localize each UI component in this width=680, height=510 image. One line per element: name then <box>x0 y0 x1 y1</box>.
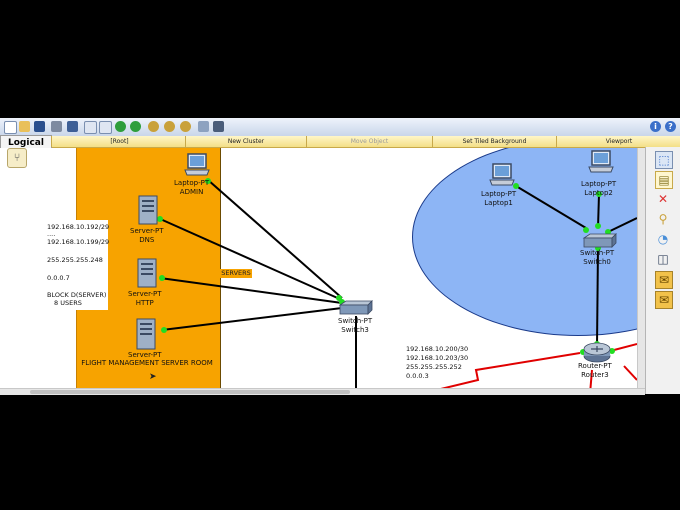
root-button[interactable]: [Root] <box>51 136 187 147</box>
cluster-navigation-icon[interactable]: ⑂ <box>7 148 27 168</box>
workspace-bar <box>0 136 680 148</box>
router3-icon[interactable] <box>582 342 612 364</box>
open-file-icon[interactable] <box>19 121 30 132</box>
server-3-icon[interactable] <box>135 318 157 350</box>
laptop1-icon[interactable] <box>488 163 516 189</box>
mouse-cursor-icon: ➤ <box>149 372 157 382</box>
redo-icon[interactable] <box>130 121 141 132</box>
link-dns-switch3[interactable] <box>157 217 343 301</box>
new-file-icon[interactable] <box>4 121 17 134</box>
serial-link-router3-downright[interactable] <box>623 365 637 381</box>
draw-shape-icon[interactable]: ◔ <box>657 232 669 246</box>
link-switch0-right[interactable] <box>607 217 637 233</box>
servers-tag: SERVERS <box>220 269 252 278</box>
room-label: FLIGHT MANAGEMENT SERVER ROOM <box>81 359 213 367</box>
server-dns-icon[interactable] <box>137 195 159 225</box>
horizontal-scrollbar[interactable] <box>0 388 645 395</box>
move-object-button[interactable]: Move Object <box>306 136 432 147</box>
laptop-admin-icon[interactable] <box>183 153 211 179</box>
laptop2-icon[interactable] <box>587 150 615 176</box>
common-tools-bar: ⬚ ▤ ✕ ⚲ ◔ ◫ ✉ ✉ <box>645 147 680 394</box>
main-toolbar: i ? <box>0 118 680 137</box>
switch3-icon[interactable] <box>338 299 374 317</box>
serial-link-router3-right[interactable] <box>613 343 637 351</box>
delete-tool-icon[interactable]: ✕ <box>657 192 669 206</box>
link-server3-switch3[interactable] <box>161 307 343 331</box>
resize-shape-icon[interactable]: ◫ <box>657 252 669 266</box>
link-laptop1-switch0[interactable] <box>515 185 587 229</box>
switch0-icon[interactable] <box>582 232 618 250</box>
copy-icon[interactable] <box>84 121 97 134</box>
link-http-switch3[interactable] <box>159 277 343 304</box>
viewport-button[interactable]: Viewport <box>556 136 680 147</box>
select-tool-icon[interactable]: ⬚ <box>655 151 673 169</box>
link-switch0-router3[interactable] <box>596 245 599 347</box>
set-tiled-background-button[interactable]: Set Tiled Background <box>432 136 556 147</box>
save-icon[interactable] <box>34 121 45 132</box>
port-lights <box>157 178 615 394</box>
palette-icon[interactable] <box>198 121 209 132</box>
new-cluster-button[interactable]: New Cluster <box>185 136 306 147</box>
zoom-in-icon[interactable] <box>148 121 159 132</box>
scrollbar-thumb[interactable] <box>30 390 350 394</box>
help-icon[interactable]: ? <box>665 121 676 132</box>
info-icon[interactable]: i <box>650 121 661 132</box>
inspect-tool-icon[interactable]: ⚲ <box>658 212 668 226</box>
vertical-scrollbar[interactable] <box>637 148 645 388</box>
packet-tracer-window: i ? Logical [Root] New Cluster Move Obje… <box>0 118 680 394</box>
note-tool-icon[interactable]: ▤ <box>655 171 673 189</box>
zoom-out-icon[interactable] <box>180 121 191 132</box>
paste-icon[interactable] <box>99 121 112 134</box>
activity-wizard-icon[interactable] <box>67 121 78 132</box>
link-admin-switch3[interactable] <box>207 179 343 299</box>
serial-link-router3-left[interactable] <box>419 352 581 394</box>
topology-links <box>157 178 637 394</box>
server-3-label: Server-PT <box>128 351 162 359</box>
server-ip-note: 192.168.10.192/29 .... 192.168.10.199/29… <box>44 220 109 310</box>
add-simple-pdu-icon[interactable]: ✉ <box>655 271 673 289</box>
undo-icon[interactable] <box>115 121 126 132</box>
zoom-reset-icon[interactable] <box>164 121 175 132</box>
device-template-icon[interactable] <box>213 121 224 132</box>
link-laptop2-switch0[interactable] <box>597 193 600 229</box>
print-icon[interactable] <box>51 121 62 132</box>
server-http-icon[interactable] <box>136 258 158 288</box>
add-complex-pdu-icon[interactable]: ✉ <box>655 291 673 309</box>
